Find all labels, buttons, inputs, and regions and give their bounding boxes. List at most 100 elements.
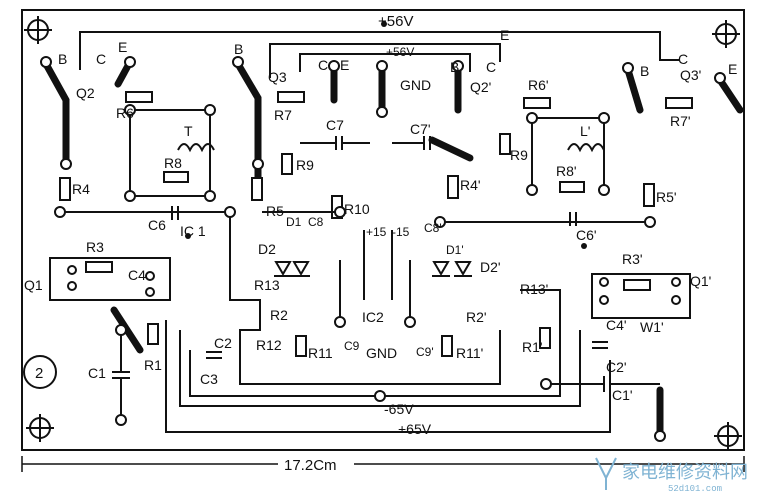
rail-plus56-inner (269, 43, 501, 78)
diode-d2-prime (454, 261, 472, 277)
label-e-q3: E (340, 57, 349, 73)
label-q3: Q3 (268, 69, 287, 85)
resistor-r3 (85, 261, 113, 273)
label-b-q2-prime: B (450, 59, 459, 75)
label-c4-prime: C4' (606, 317, 627, 333)
capacitor-c2-prime (592, 341, 608, 349)
watermark-url: 52d101.com (668, 484, 722, 494)
resistor-r11 (295, 335, 307, 357)
resistor-r9-prime (499, 133, 511, 155)
resistor-r7 (277, 91, 305, 103)
resistor-r3-prime (623, 279, 651, 291)
label-plus56v-inner: +56V (386, 45, 414, 59)
label-c6-prime: C6' (576, 227, 597, 243)
resistor-r6-prime (523, 97, 551, 109)
label-plus56v-outer: +56V (378, 13, 413, 30)
label-c8-prime: C8' (424, 221, 442, 235)
label-b-q2: B (58, 51, 67, 67)
trace-q1-box (49, 257, 171, 301)
label-e-q2: E (118, 39, 127, 55)
label-d2: D2 (258, 241, 276, 257)
pads (40, 21, 726, 442)
diode-d1-prime (432, 261, 450, 277)
label-r9: R9 (296, 157, 314, 173)
label-r2: R2 (270, 307, 288, 323)
label-q2: Q2 (76, 85, 95, 101)
label-r7-prime: R7' (670, 113, 691, 129)
resistor-r8 (163, 171, 189, 183)
label-c2-prime: C2' (606, 359, 627, 375)
label-w1-prime: W1' (640, 319, 664, 335)
trace-c7-link (428, 136, 474, 162)
label-r5: R5 (266, 203, 284, 219)
trace-left-loop (129, 109, 211, 197)
trace-q1-prime-box (591, 273, 691, 319)
trace-central-right (189, 289, 561, 397)
label-e-q3-prime: E (728, 61, 737, 77)
label-d1: D1 (286, 215, 302, 229)
trace-right-q3-emitter (716, 76, 744, 114)
label-c-q3-prime: C (678, 51, 688, 67)
mounting-hole-bottom-left (26, 414, 54, 442)
label-gnd-bottom: GND (366, 345, 397, 361)
label-c7: C7 (326, 117, 344, 133)
resistor-r1-prime (539, 327, 551, 349)
label-r1-prime: R1' (522, 339, 543, 355)
rail-minus65 (179, 330, 581, 407)
label-c6: C6 (148, 217, 166, 233)
label-r7: R7 (274, 107, 292, 123)
figure-number: 2 (35, 365, 43, 382)
dimension-label: 17.2Cm (284, 457, 337, 474)
label-b-q3: B (234, 41, 243, 57)
label-r6-prime: R6' (528, 77, 549, 93)
resistor-r6 (125, 91, 153, 103)
label-c9: C9 (344, 339, 360, 353)
figure-number-circle (23, 355, 57, 389)
board-outline (21, 9, 745, 451)
label-r1: R1 (144, 357, 162, 373)
label-plus15: +15 (366, 225, 387, 239)
label-c-q2-prime: C (486, 59, 496, 75)
watermark-brand: 家电维修资料网 (622, 462, 748, 482)
capacitor-c1 (112, 330, 130, 420)
trace-ic-pins (339, 230, 411, 322)
label-c1: C1 (88, 365, 106, 381)
label-r4-prime: R4' (460, 177, 481, 193)
capacitor-c7 (300, 136, 370, 150)
mounting-hole-bottom-right (714, 422, 742, 450)
label-r4: R4 (72, 181, 90, 197)
label-c7-prime: C7' (410, 121, 431, 137)
label-r12: R12 (256, 337, 282, 353)
label-c-q2: C (96, 51, 106, 67)
resistor-r1 (147, 323, 159, 345)
label-gnd-top: GND (400, 77, 431, 93)
label-d2-prime: D2' (480, 259, 501, 275)
resistor-r5 (251, 177, 263, 201)
label-r8-prime: R8' (556, 163, 577, 179)
label-b-q3-prime: B (640, 63, 649, 79)
inductor-coil-l-prime (567, 143, 605, 153)
label-r11: R11 (308, 345, 333, 361)
label-r8: R8 (164, 155, 182, 171)
diode-d2 (274, 261, 292, 277)
label-c-q3: C (318, 57, 328, 73)
label-r11-prime: R11' (456, 345, 483, 361)
label-l-prime: L' (580, 123, 590, 139)
capacitor-c1-prime (546, 376, 660, 392)
rail-plus56-outer (79, 31, 680, 70)
diode-d1 (292, 261, 310, 277)
label-minus65v: -65V (384, 401, 414, 417)
label-t: T (184, 123, 193, 139)
label-r9-prime: R9 (510, 147, 528, 163)
label-r10: R10 (344, 201, 370, 217)
resistor-r9 (281, 153, 293, 175)
resistor-r7-prime (665, 97, 693, 109)
label-c8: C8 (308, 215, 324, 229)
label-q1: Q1 (24, 277, 43, 293)
resistor-r8-prime (559, 181, 585, 193)
label-r3-prime: R3' (622, 251, 643, 267)
rail-plus65 (165, 320, 611, 433)
label-r13: R13 (254, 277, 280, 293)
trace-right-q3-base (624, 66, 644, 114)
